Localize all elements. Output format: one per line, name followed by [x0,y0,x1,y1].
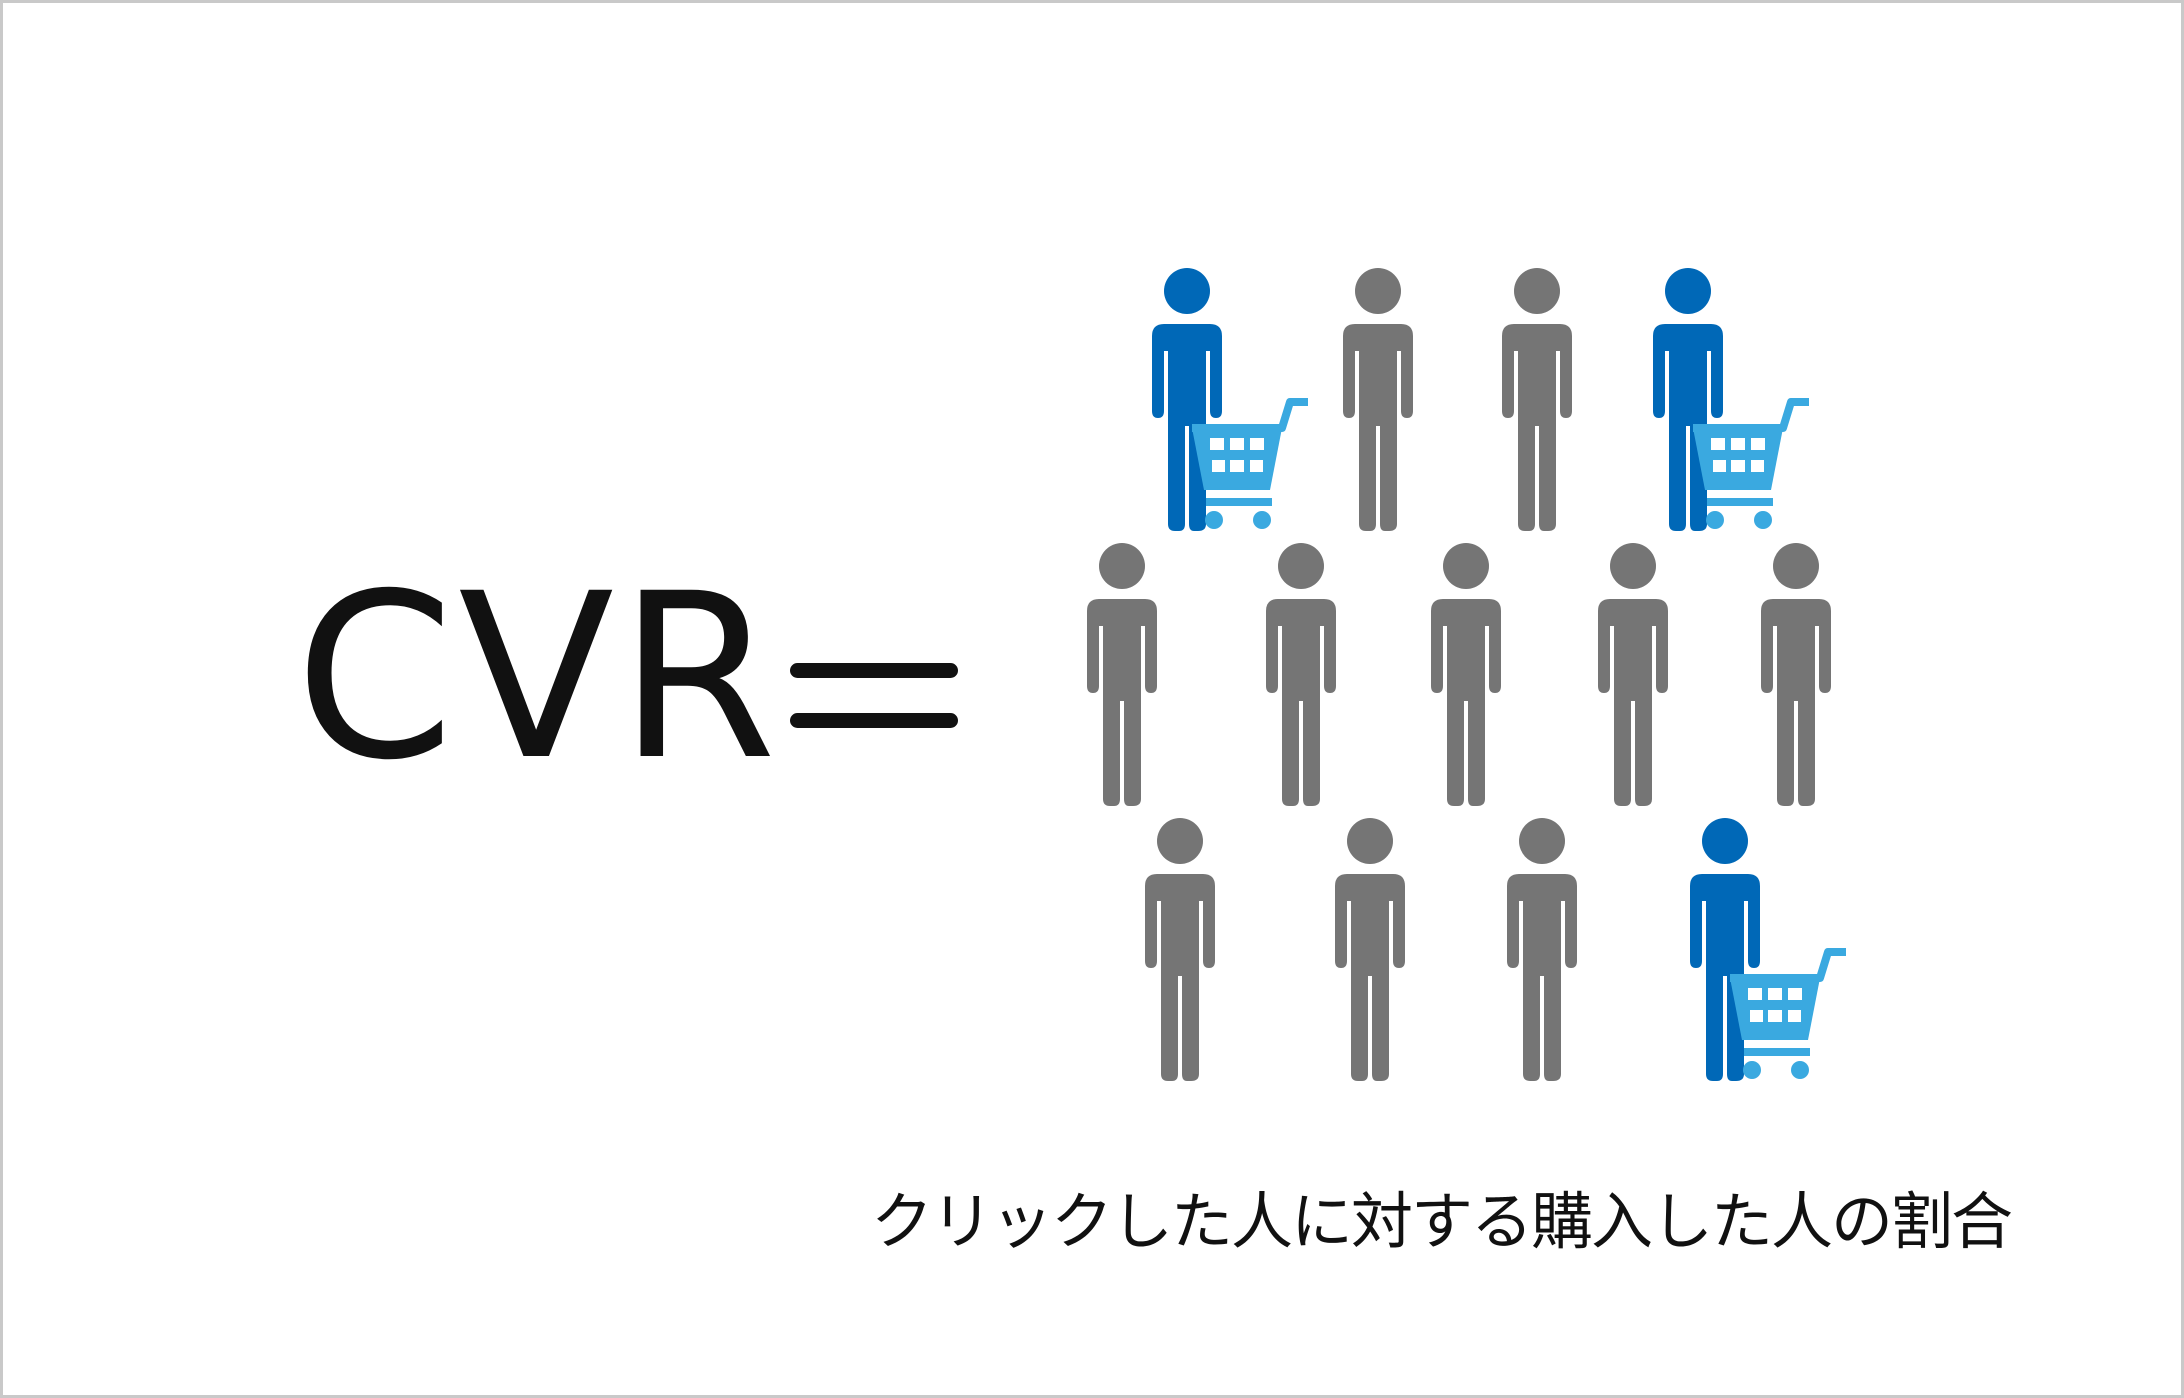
person-icon [1690,818,1846,1081]
person-icon [1343,268,1413,531]
shopping-cart-icon [1192,398,1308,529]
caption: クリックした人に対する購入した人の割合 [871,1185,2013,1258]
person-icon [1335,818,1405,1081]
formula-term: CVR [295,544,781,810]
purchaser-figure [1132,266,1308,536]
person-icon [1087,543,1157,806]
visitor-figure [1315,816,1425,1086]
visitor-figure [1067,541,1177,811]
visitor-figure [1323,266,1433,536]
shopping-cart-icon [1730,948,1846,1079]
visitor-figure [1482,266,1592,536]
equals-sign [790,663,958,729]
person-icon [1152,268,1308,531]
person-icon [1507,818,1577,1081]
visitor-figure [1578,541,1688,811]
visitor-figure [1125,816,1235,1086]
person-icon [1431,543,1501,806]
person-icon [1598,543,1668,806]
person-icon [1761,543,1831,806]
purchaser-figure [1633,266,1809,536]
person-icon [1145,818,1215,1081]
person-icon [1266,543,1336,806]
purchaser-figure [1670,816,1846,1086]
person-icon [1653,268,1809,531]
shopping-cart-icon [1693,398,1809,529]
person-icon [1502,268,1572,531]
visitor-figure [1741,541,1851,811]
visitor-figure [1411,541,1521,811]
visitor-figure [1246,541,1356,811]
visitor-figure [1487,816,1597,1086]
